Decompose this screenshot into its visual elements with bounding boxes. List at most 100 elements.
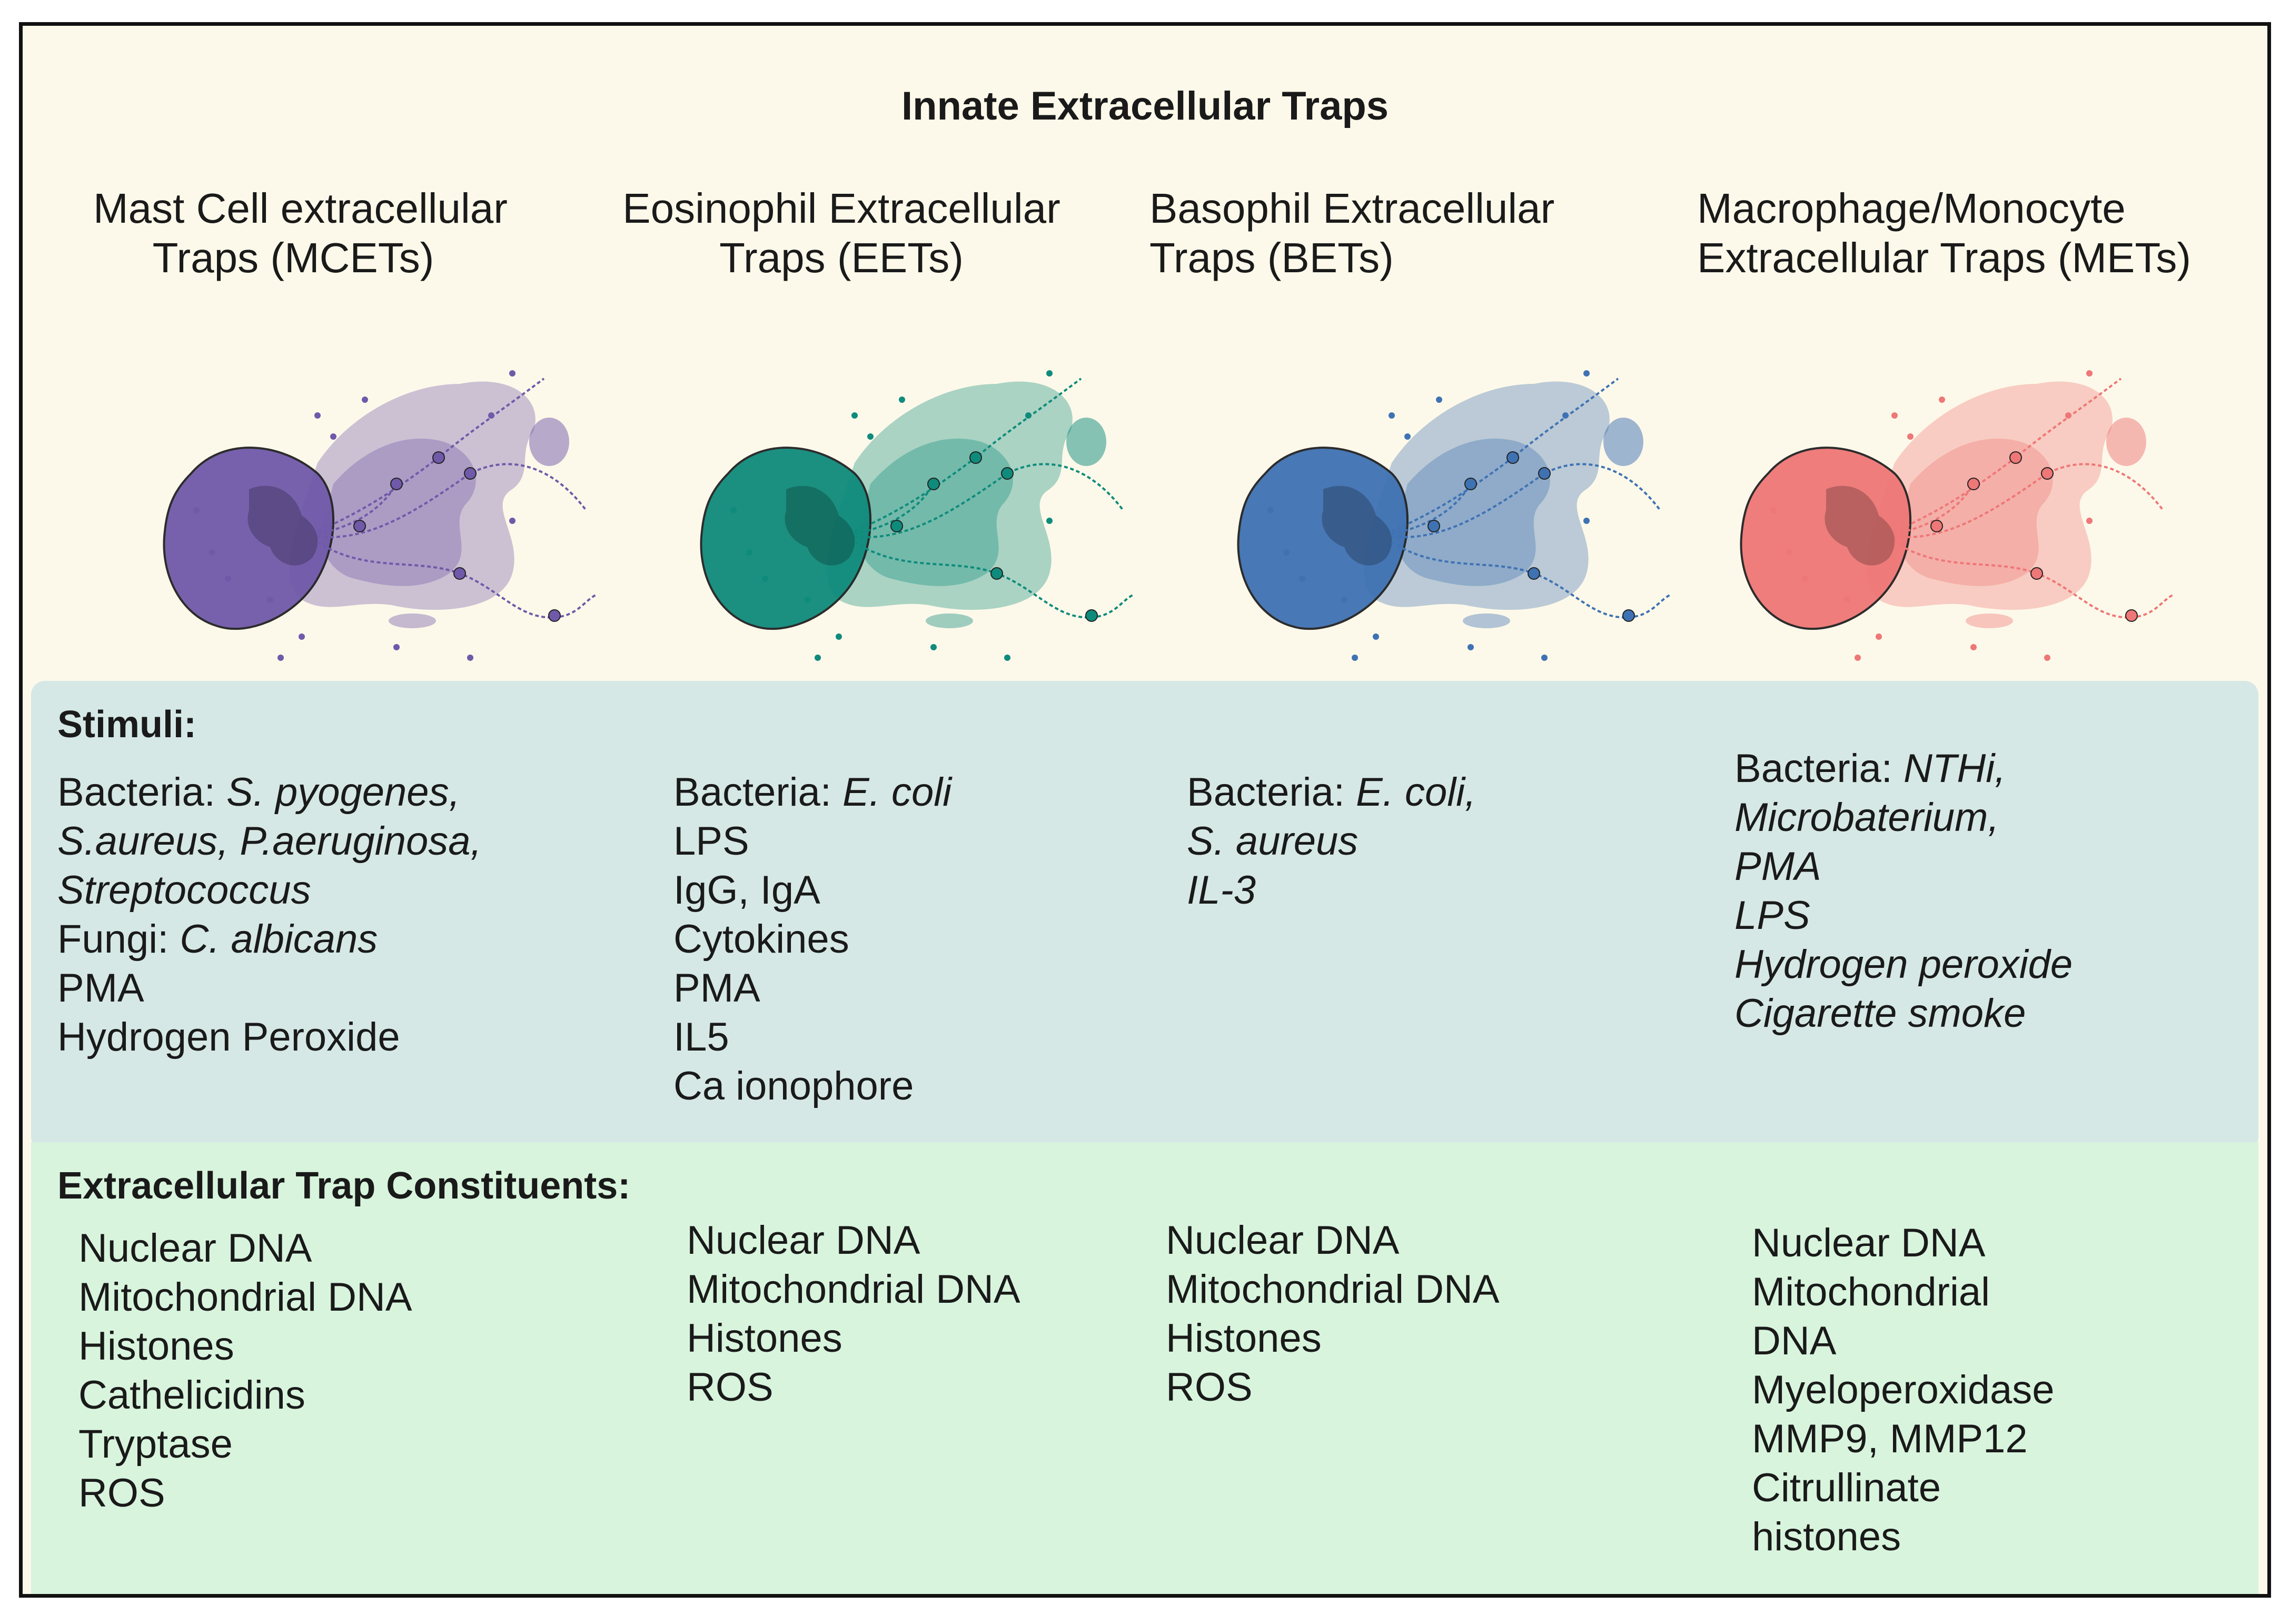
dna-strand xyxy=(854,463,1124,539)
column-title-mets: Macrophage/Monocyte Extracellular Traps … xyxy=(1697,184,2191,283)
granule-dot xyxy=(1876,633,1882,640)
granule-dot xyxy=(815,655,821,661)
list-item: histones xyxy=(1752,1514,1901,1559)
granule-dot xyxy=(488,412,494,419)
granule-dot xyxy=(299,633,305,640)
list-item: Mitochondrial xyxy=(1752,1270,1990,1314)
granule-dot xyxy=(362,397,368,403)
granule-dot xyxy=(867,433,874,440)
granule-dot xyxy=(1341,597,1347,603)
dna-strand xyxy=(854,541,1134,619)
granule-dot xyxy=(1844,597,1850,603)
list-item: Myeloperoxidase xyxy=(1752,1368,2055,1412)
granule-dot xyxy=(267,597,273,603)
granule-dot xyxy=(1404,433,1411,440)
figure-frame: Innate Extracellular Traps Mast Cell ext… xyxy=(19,22,2271,1598)
list-item: Nuclear DNA xyxy=(1752,1221,1986,1265)
title-line: Basophil Extracellular xyxy=(1149,185,1555,232)
granule xyxy=(464,467,477,480)
granule-dot xyxy=(209,549,215,556)
macrophage-trap-illustration xyxy=(1740,370,2174,661)
granule-dot xyxy=(1891,412,1898,419)
list-item: Histones xyxy=(78,1324,234,1369)
granule-dot xyxy=(1373,633,1379,640)
list-item: Histones xyxy=(1166,1316,1322,1361)
title-line: Eosinophil Extracellular xyxy=(622,185,1060,232)
granule-dot xyxy=(930,644,937,650)
list-label: Bacteria: xyxy=(57,770,227,815)
granule xyxy=(432,451,445,464)
granule-dot xyxy=(1025,412,1032,419)
granule-dot xyxy=(1939,397,1945,403)
granule-dot xyxy=(762,576,768,582)
list-item: DNA xyxy=(1752,1319,1837,1363)
granule-dot xyxy=(1786,549,1792,556)
list-item: Nuclear DNA xyxy=(1166,1218,1400,1263)
list-item: Bacteria: S. pyogenes, xyxy=(57,768,482,817)
dna-strand xyxy=(1894,483,1975,535)
stimuli-heading: Stimuli: xyxy=(57,704,196,746)
granule xyxy=(990,567,1003,580)
granule xyxy=(1967,478,1980,490)
granule-dot xyxy=(1583,370,1590,377)
granule-dot xyxy=(1907,433,1914,440)
granule-dot xyxy=(1436,397,1442,403)
list-item: Nuclear DNA xyxy=(78,1226,312,1271)
cell-body xyxy=(1740,447,1911,630)
list-label: Bacteria: xyxy=(673,770,843,815)
granule xyxy=(1528,567,1540,580)
granule-dot xyxy=(2044,655,2050,661)
list-item: Mitochondrial DNA xyxy=(78,1275,412,1320)
granule-dot xyxy=(330,433,336,440)
title-line: Traps (EETs) xyxy=(719,234,964,281)
granule-dot xyxy=(1046,370,1053,377)
granule xyxy=(2030,567,2043,580)
title-line: Mast Cell extracellular xyxy=(93,185,508,232)
list-item: LPS xyxy=(673,819,749,864)
granule-dot xyxy=(467,655,473,661)
list-item: Bacteria: E. coli, xyxy=(1187,768,1476,817)
list-label: Bacteria: xyxy=(1734,746,1904,791)
list-item: Ca ionophore xyxy=(673,1064,914,1108)
granule xyxy=(927,478,940,490)
dna-strand xyxy=(1391,463,1661,539)
granule-dot xyxy=(225,576,231,582)
list-item: Tryptase xyxy=(78,1422,233,1467)
granule xyxy=(1538,467,1551,480)
granule xyxy=(353,520,366,532)
list-item: IgG, IgA xyxy=(673,868,820,913)
basophil-trap-illustration xyxy=(1237,370,1671,661)
list-item: Cytokines xyxy=(673,917,849,962)
granule-dot xyxy=(1770,507,1777,513)
list-item: LPS xyxy=(1734,893,1810,938)
trap-cloud-inner xyxy=(322,438,476,586)
dna-strand xyxy=(316,541,597,619)
list-item: IL5 xyxy=(673,1015,729,1059)
dna-strand xyxy=(854,483,935,535)
granule-dot xyxy=(730,507,737,513)
list-item: Fungi: C. albicans xyxy=(57,915,482,964)
stimuli-list-mcets: Bacteria: S. pyogenes, S.aureus, P.aerug… xyxy=(57,768,482,1062)
vesicle xyxy=(1066,418,1106,466)
trap-cloud-outer xyxy=(826,381,1073,610)
title-line: Traps (MCETs) xyxy=(152,234,434,281)
granule-dot xyxy=(1468,644,1474,650)
list-item: S. aureus xyxy=(1187,819,1359,864)
constituents-list-bets: Nuclear DNA Mitochondrial DNA Histones R… xyxy=(1166,1216,1500,1412)
list-item: Microbaterium, xyxy=(1734,795,1999,840)
list-item: Histones xyxy=(687,1316,842,1361)
figure-title: Innate Extracellular Traps xyxy=(901,84,1389,128)
dna-strand xyxy=(317,483,398,535)
list-item: ROS xyxy=(78,1471,165,1516)
granule-dot xyxy=(899,397,905,403)
trap-cloud-inner xyxy=(859,438,1013,586)
list-item: MMP9, MMP12 xyxy=(1752,1417,2028,1461)
granule xyxy=(2041,467,2054,480)
list-item: Cigarette smoke xyxy=(1734,991,2026,1036)
list-item: IL-3 xyxy=(1187,868,1256,913)
granule xyxy=(390,478,403,490)
granule xyxy=(1464,478,1477,490)
granule-dot xyxy=(2086,370,2093,377)
granule-dot xyxy=(1970,644,1977,650)
granule-dot xyxy=(1541,655,1548,661)
